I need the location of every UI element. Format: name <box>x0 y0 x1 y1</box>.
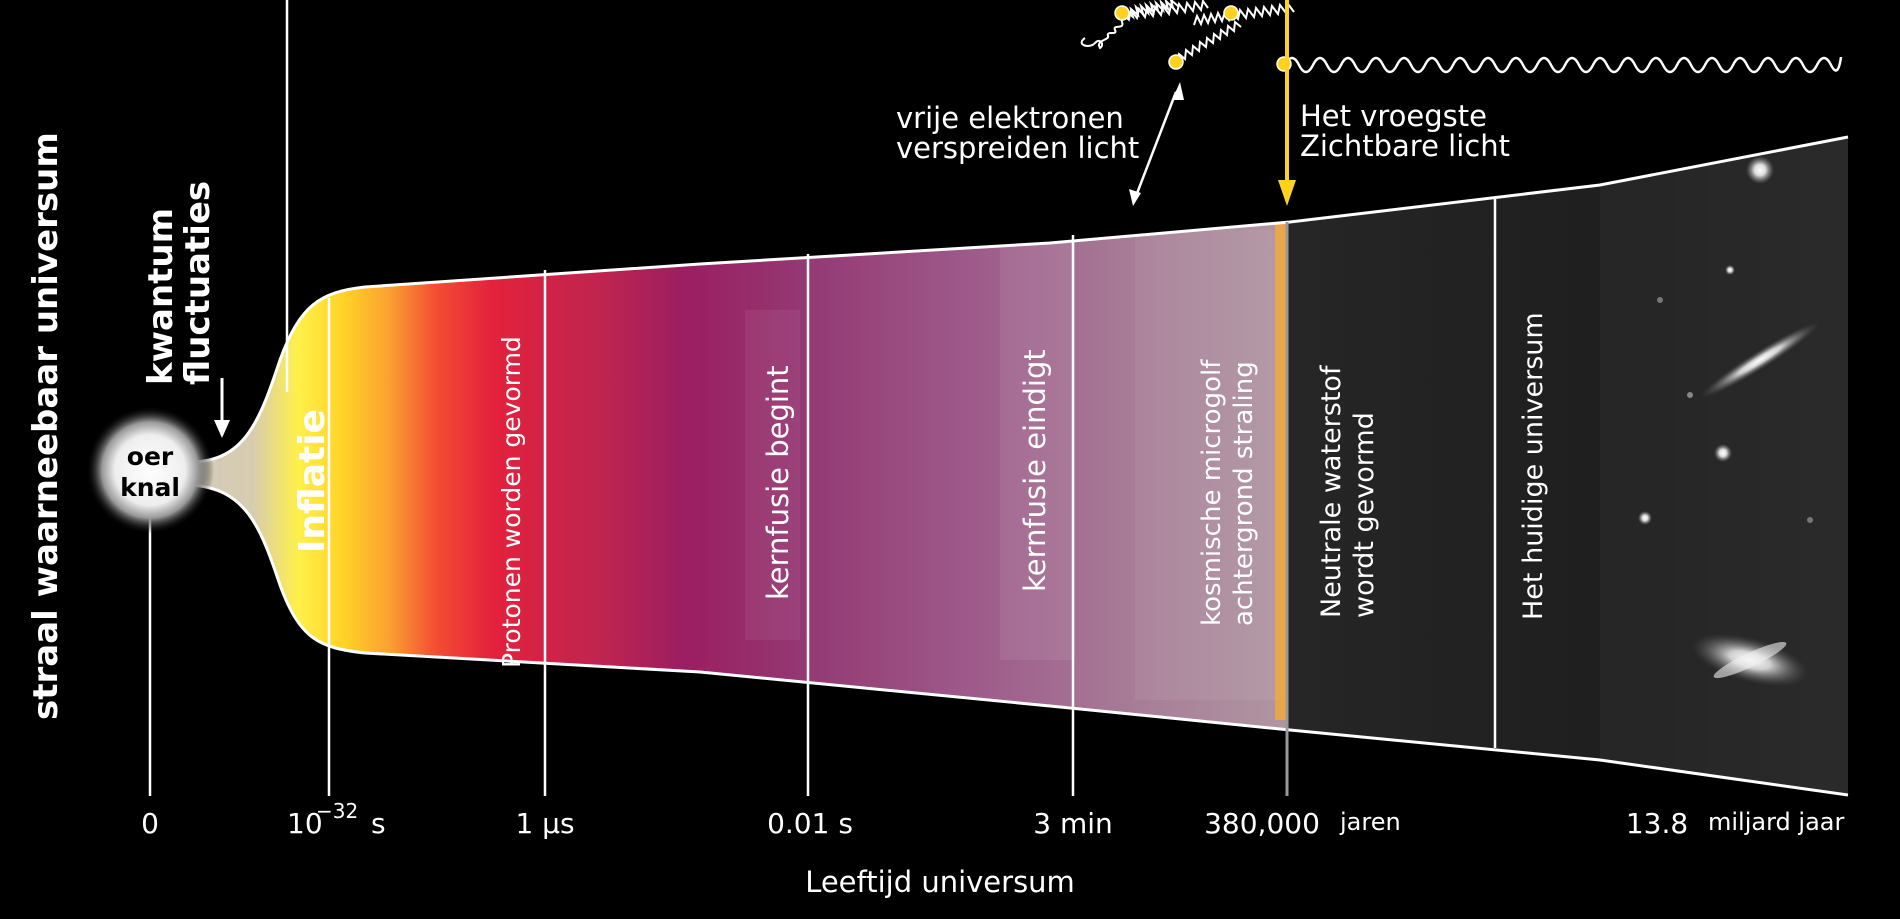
cone-top-outline <box>189 135 1849 464</box>
epoch-inflation: Inflatie <box>292 409 333 553</box>
big-bang-glow <box>86 406 214 534</box>
epoch-hydrogen-1: Neutrale waterstof <box>1316 364 1347 618</box>
galaxy-images <box>1638 156 1820 687</box>
electron-dots <box>1114 5 1292 72</box>
electrons-annotation-1: vrije elektronen <box>896 101 1124 135</box>
epoch-protons: Protonen worden gevormd <box>497 336 526 668</box>
tick-4: 3 min <box>1033 807 1113 840</box>
tick-1-exp: −32 <box>316 799 358 823</box>
earliest-light-arrow <box>1278 0 1296 206</box>
tick-6: 13.8 <box>1626 807 1688 840</box>
light-annotation-2: Zichtbare licht <box>1300 129 1510 163</box>
epoch-fusion-start: kernfusie begint <box>761 365 795 600</box>
big-bang-label-1: oer <box>127 442 174 471</box>
electrons-annotation-2: verspreiden licht <box>896 131 1139 165</box>
tick-5: 380,000 <box>1204 807 1320 840</box>
epoch-fusion-end: kernfusie eindigt <box>1018 349 1052 592</box>
x-axis-label: Leeftijd universum <box>805 865 1075 899</box>
scattering-photon-path <box>1080 0 1843 74</box>
tick-1-unit: s <box>371 807 386 840</box>
x-axis-ticks: 0 10 −32 s 1 µs 0.01 s 3 min 380,000 jar… <box>141 799 1844 840</box>
big-bang-label-2: knal <box>120 473 180 502</box>
y-axis-label: straal waarneebaar universum <box>26 132 66 720</box>
tick-5-unit: jaren <box>1339 808 1401 836</box>
cone-bottom-outline <box>189 483 1849 797</box>
epoch-hydrogen-2: wordt gevormd <box>1349 412 1380 618</box>
light-annotation-1: Het vroegste <box>1300 99 1487 133</box>
tick-2: 1 µs <box>515 807 574 840</box>
epoch-cmb-1: kosmische microgolf <box>1197 359 1227 626</box>
down-arrow-icon <box>214 378 230 438</box>
tick-3: 0.01 s <box>767 807 853 840</box>
tick-1-base: 10 <box>287 807 323 840</box>
epoch-today: Het huidige universum <box>1518 312 1549 620</box>
quantum-label-1: kwantum <box>141 208 181 385</box>
cone-fill <box>190 137 1848 795</box>
tick-6-unit: miljard jaar <box>1708 808 1844 836</box>
epoch-dividers <box>148 0 1497 796</box>
quantum-label-2: fluctuaties <box>178 181 218 385</box>
epoch-cmb-2: achtergrond straling <box>1229 361 1259 626</box>
tick-0: 0 <box>141 807 159 840</box>
double-arrow-icon <box>1129 82 1184 206</box>
